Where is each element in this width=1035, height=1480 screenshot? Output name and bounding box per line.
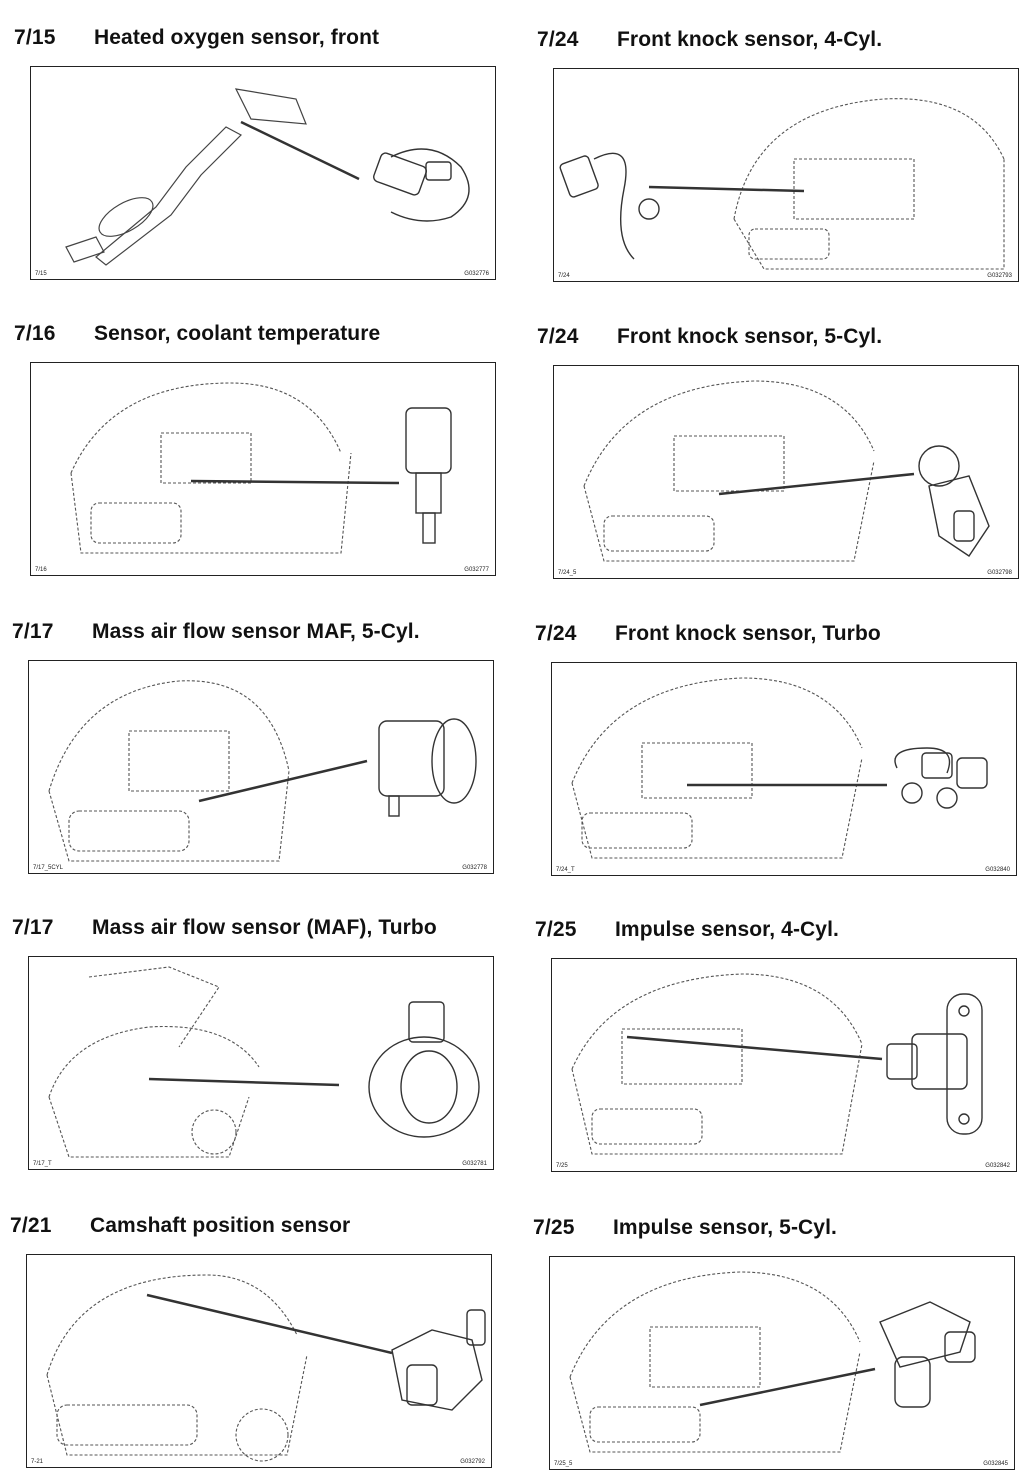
figure-id: G032776 — [464, 271, 489, 277]
car-illustration — [48, 680, 477, 862]
car-illustration — [48, 966, 480, 1158]
entry-code: 7/15 — [14, 26, 56, 49]
entry-title: Heated oxygen sensor, front — [94, 26, 380, 49]
figure-id: G032798 — [987, 570, 1012, 576]
entry-title: Front knock sensor, Turbo — [615, 622, 881, 645]
figure-ref: 7-21 — [31, 1459, 44, 1465]
illustration-frame: 7/25 G032842 — [551, 958, 1017, 1172]
engine-illustration — [571, 973, 983, 1155]
engine-illustration — [569, 1271, 976, 1453]
entry-title: Mass air flow sensor MAF, 5-Cyl. — [92, 620, 420, 643]
entry-title: Front knock sensor, 5-Cyl. — [617, 325, 883, 348]
illustration-frame: 7/24 G032793 — [553, 68, 1019, 282]
figure-id: G032842 — [985, 1163, 1010, 1169]
entry-title: Mass air flow sensor (MAF), Turbo — [92, 916, 437, 939]
figure-ref: 7/15 — [35, 271, 47, 277]
illustration-frame: 7/17_T G032781 — [28, 956, 494, 1170]
illustration-frame: 7/15 G032776 — [30, 66, 496, 280]
exhaust-illustration — [65, 88, 470, 266]
engine-illustration — [559, 98, 1005, 270]
illustration-frame: 7/24_5 G032798 — [553, 365, 1019, 579]
illustration-frame: 7/24_T G032840 — [551, 662, 1017, 876]
figure-id: G032777 — [464, 567, 489, 573]
figure-ref: 7/17_5CYL — [33, 865, 64, 871]
figure-id: G032792 — [460, 1459, 485, 1465]
illustration-frame: 7/25_5 G032845 — [549, 1256, 1015, 1470]
figure-ref: 7/16 — [35, 567, 47, 573]
entry-code: 7/16 — [14, 322, 56, 345]
figure-id: G032778 — [462, 865, 487, 871]
car-illustration — [46, 1274, 486, 1462]
figure-id: G032845 — [983, 1461, 1008, 1467]
illustration-frame: 7-21 G032792 — [26, 1254, 492, 1468]
entry-title: Front knock sensor, 4-Cyl. — [617, 28, 883, 51]
entry-code: 7/24 — [535, 622, 577, 645]
figure-id: G032793 — [987, 273, 1012, 279]
entry-title: Impulse sensor, 4-Cyl. — [615, 918, 839, 941]
entry-title: Sensor, coolant temperature — [94, 322, 381, 345]
entry-code: 7/25 — [535, 918, 577, 941]
figure-ref: 7/25_5 — [554, 1461, 573, 1467]
figure-ref: 7/24 — [558, 273, 570, 279]
illustration-frame: 7/16 G032777 — [30, 362, 496, 576]
figure-ref: 7/17_T — [33, 1161, 52, 1167]
entry-title: Impulse sensor, 5-Cyl. — [613, 1216, 837, 1239]
engine-illustration — [583, 380, 990, 562]
figure-id: G032781 — [462, 1161, 487, 1167]
figure-ref: 7/24_T — [556, 867, 575, 873]
figure-ref: 7/25 — [556, 1163, 568, 1169]
illustration-frame: 7/17_5CYL G032778 — [28, 660, 494, 874]
entry-code: 7/21 — [10, 1214, 52, 1237]
entry-code: 7/17 — [12, 620, 54, 643]
figure-ref: 7/24_5 — [558, 570, 577, 576]
entry-code: 7/24 — [537, 325, 579, 348]
entry-code: 7/17 — [12, 916, 54, 939]
engine-illustration — [571, 677, 988, 859]
entry-title: Camshaft position sensor — [90, 1214, 351, 1237]
engine-illustration — [70, 382, 452, 554]
entry-code: 7/25 — [533, 1216, 575, 1239]
entry-code: 7/24 — [537, 28, 579, 51]
figure-id: G032840 — [985, 867, 1010, 873]
